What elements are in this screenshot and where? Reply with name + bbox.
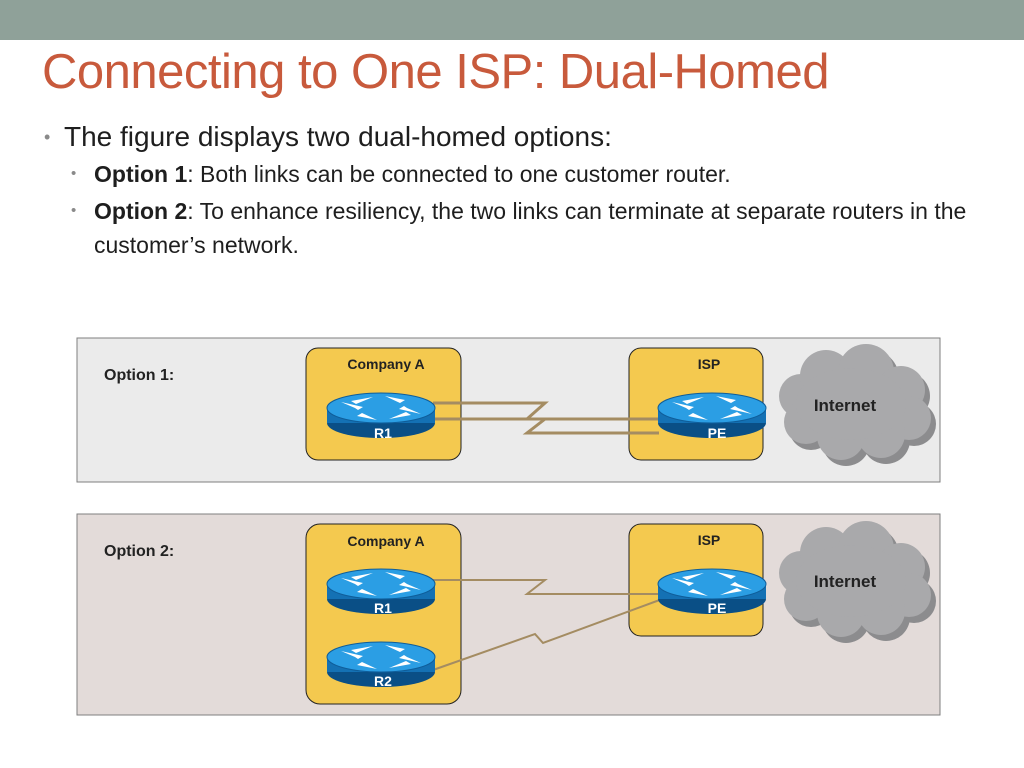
- router-pe-label: PE: [708, 600, 727, 616]
- bullet-dot-icon: •: [71, 165, 77, 182]
- bullet-list: • The figure displays two dual-homed opt…: [44, 120, 994, 262]
- bullet-main: • The figure displays two dual-homed opt…: [44, 120, 994, 154]
- company-a-label: Company A: [347, 356, 424, 372]
- link-r1-pe-1: [433, 401, 659, 421]
- bullet-dot-icon: •: [71, 202, 77, 219]
- internet-label: Internet: [814, 396, 877, 415]
- link-r1-pe-2: [433, 417, 659, 435]
- router-r1-label: R1: [374, 600, 392, 616]
- top-accent-bar: [0, 0, 1024, 40]
- sub-bullet-text: : Both links can be connected to one cus…: [187, 161, 731, 187]
- sub-bullet-label: Option 2: [94, 198, 188, 224]
- company-a-label: Company A: [347, 533, 424, 549]
- bullet-dot-icon: •: [44, 127, 51, 147]
- sub-bullet-option-1: • Option 1: Both links can be connected t…: [44, 157, 994, 191]
- option-2-label: Option 2:: [104, 543, 174, 560]
- router-r1-label: R1: [374, 425, 392, 441]
- bullet-main-text: The figure displays two dual-homed optio…: [64, 121, 612, 152]
- router-r2-label: R2: [374, 673, 392, 689]
- isp-label: ISP: [698, 532, 721, 548]
- slide-title: Connecting to One ISP: Dual-Homed: [42, 45, 829, 99]
- sub-bullet-option-2: • Option 2: To enhance resiliency, the tw…: [44, 194, 994, 262]
- sub-bullet-text: : To enhance resiliency, the two links c…: [94, 198, 967, 258]
- router-pe-label: PE: [708, 425, 727, 441]
- internet-label: Internet: [814, 572, 877, 591]
- option-1-label: Option 1:: [104, 367, 174, 384]
- link-r2-pe: [432, 597, 666, 671]
- link-r1-pe: [433, 579, 659, 595]
- isp-label: ISP: [698, 356, 721, 372]
- sub-bullet-label: Option 1: [94, 161, 188, 187]
